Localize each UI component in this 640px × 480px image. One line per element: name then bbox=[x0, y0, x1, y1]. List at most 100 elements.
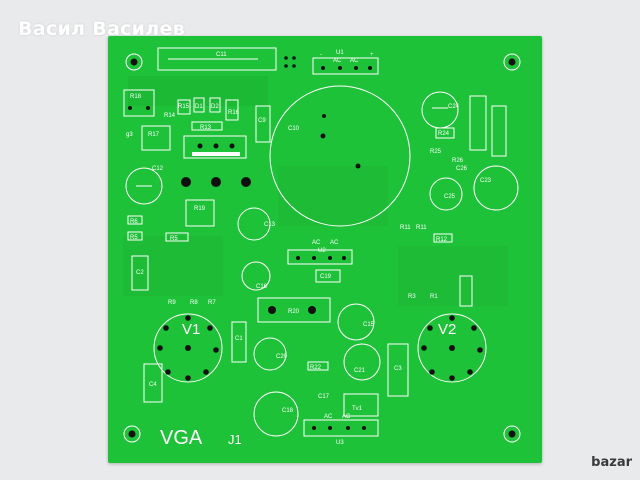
r13-label: R13 bbox=[200, 125, 212, 131]
c4-outline bbox=[143, 363, 163, 403]
u1-minus: - bbox=[320, 52, 322, 58]
c13-label: C13 bbox=[264, 222, 276, 228]
c3-outline bbox=[387, 343, 409, 397]
r11b-label: R11 bbox=[416, 225, 427, 231]
v2-socket: V2 bbox=[417, 313, 487, 383]
brand-watermark: bazar bbox=[591, 455, 632, 470]
copper-pour bbox=[123, 236, 223, 296]
r5b-outline bbox=[165, 232, 189, 242]
c26-label: C26 bbox=[456, 166, 468, 172]
r5-outline bbox=[127, 231, 143, 241]
r9-label: R9 bbox=[168, 300, 176, 306]
r6-label: R6 bbox=[130, 219, 138, 225]
v1-label: V1 bbox=[182, 321, 200, 338]
r11-label: R11 bbox=[400, 225, 411, 231]
d2-label: D2 bbox=[211, 104, 219, 110]
r16-outline bbox=[225, 99, 239, 121]
d2-outline bbox=[209, 97, 221, 113]
u2-outline bbox=[287, 249, 353, 265]
copper-pour bbox=[278, 166, 388, 226]
right-component-outline bbox=[469, 95, 487, 151]
r22-label: R22 bbox=[310, 365, 322, 371]
r20-outline bbox=[257, 297, 331, 323]
r24-label: R24 bbox=[438, 131, 450, 137]
tv1-label: Tv1 bbox=[352, 406, 363, 412]
v2-label: V2 bbox=[438, 321, 456, 338]
c20-label: C20 bbox=[276, 354, 288, 360]
copper-pour bbox=[128, 76, 268, 106]
c23-label: C23 bbox=[480, 178, 492, 184]
right-component-outline bbox=[491, 105, 507, 157]
c23-outline bbox=[473, 165, 519, 211]
c9-outline bbox=[255, 105, 271, 143]
r19-outline bbox=[185, 199, 215, 227]
c15-outline bbox=[337, 303, 375, 341]
tv1-outline bbox=[343, 393, 379, 417]
c9-label: C9 bbox=[258, 118, 266, 124]
copper-pour bbox=[398, 246, 508, 306]
c18-outline bbox=[253, 391, 299, 437]
c13-outline bbox=[237, 207, 271, 241]
r15-outline bbox=[177, 99, 191, 115]
u2-ac2: AC bbox=[330, 240, 339, 246]
r26-label: R26 bbox=[452, 158, 464, 164]
c17-label: C17 bbox=[318, 394, 330, 400]
r7-label: R7 bbox=[208, 300, 216, 306]
r18-label: R18 bbox=[130, 94, 142, 100]
c11-outline bbox=[157, 47, 277, 71]
mounting-hole bbox=[125, 53, 143, 71]
c20-outline bbox=[253, 337, 287, 371]
u1-ac2: AC bbox=[350, 58, 359, 64]
r5b-label: R5 bbox=[170, 236, 178, 242]
large-hole bbox=[211, 177, 221, 187]
r18-outline bbox=[123, 89, 155, 117]
seller-watermark: Васил Василев bbox=[18, 18, 186, 40]
r14-label: R14 bbox=[164, 113, 176, 119]
r17-outline bbox=[141, 125, 171, 151]
r6-outline bbox=[127, 215, 143, 225]
large-hole bbox=[241, 177, 251, 187]
r22-outline bbox=[307, 361, 329, 371]
c25-label: C25 bbox=[444, 194, 456, 200]
r20-label: R20 bbox=[288, 309, 300, 315]
c24-label: C24 bbox=[448, 104, 460, 110]
mounting-hole bbox=[503, 53, 521, 71]
c16-outline bbox=[241, 261, 271, 291]
d1-label: D1 bbox=[195, 104, 203, 110]
u1-plus: + bbox=[370, 52, 374, 58]
c10-label: C10 bbox=[288, 126, 300, 132]
c18-label: C18 bbox=[282, 408, 294, 414]
c19-label: C19 bbox=[320, 274, 332, 280]
board-title: VGA bbox=[160, 427, 203, 449]
c21-label: C21 bbox=[354, 368, 366, 374]
u1-outline bbox=[312, 57, 379, 75]
r19-label: R19 bbox=[194, 206, 206, 212]
u3-label: U3 bbox=[336, 440, 344, 446]
r3-label: R3 bbox=[408, 294, 416, 300]
u3-ac1: AC bbox=[324, 414, 333, 420]
c2-label: C2 bbox=[136, 270, 144, 276]
c15-label: C15 bbox=[363, 322, 375, 328]
c4-label: C4 bbox=[149, 382, 157, 388]
c12-label: C12 bbox=[152, 166, 164, 172]
r16-label: R16 bbox=[228, 110, 240, 116]
u1-ac1: AC bbox=[333, 58, 342, 64]
mounting-hole bbox=[123, 425, 141, 443]
r5-label: R5 bbox=[130, 235, 138, 241]
r15-label: R15 bbox=[178, 104, 190, 110]
c3-label: C3 bbox=[394, 366, 402, 372]
regulator-outline bbox=[183, 135, 247, 159]
r13-outline bbox=[191, 121, 223, 131]
large-hole bbox=[181, 177, 191, 187]
c25-outline bbox=[429, 177, 463, 211]
r17-label: R17 bbox=[148, 132, 160, 138]
c1-outline bbox=[231, 321, 247, 363]
g3-label: g3 bbox=[126, 132, 133, 138]
connector-label: J1 bbox=[228, 432, 242, 447]
r24-outline bbox=[435, 127, 455, 139]
r12-label: R12 bbox=[436, 237, 448, 243]
c2-outline bbox=[131, 255, 149, 291]
c16-label: C16 bbox=[256, 284, 268, 290]
r25-label: R25 bbox=[430, 149, 442, 155]
c21-outline bbox=[343, 343, 381, 381]
